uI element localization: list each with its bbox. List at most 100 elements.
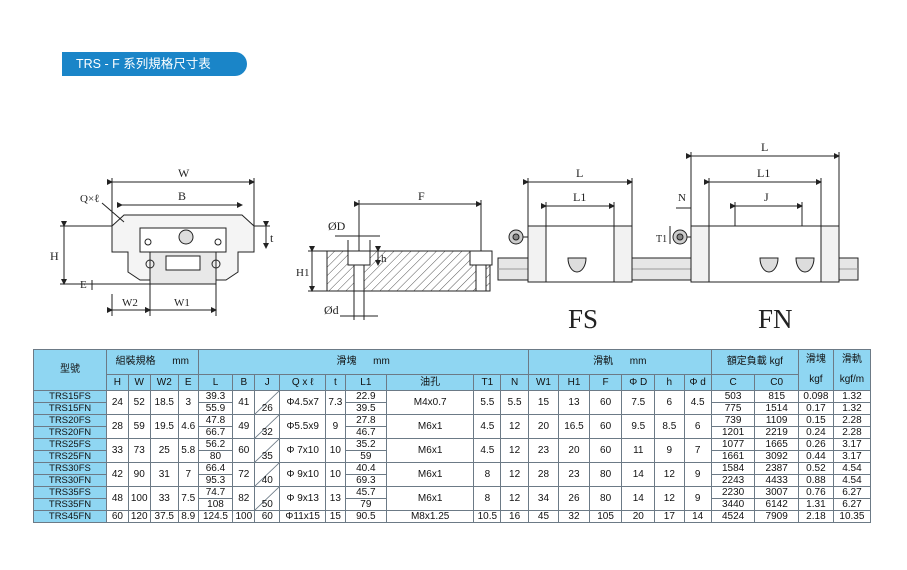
table-cell: 27.8 <box>344 414 388 427</box>
table-cell: 0.24 <box>797 426 834 439</box>
table-cell: 2387 <box>754 462 799 475</box>
table-cell: 20 <box>621 510 656 523</box>
model-name: TRS45FN <box>32 510 108 523</box>
table-cell: 4.5 <box>473 414 502 439</box>
table-cell: 23 <box>558 462 590 487</box>
table-cell: 40.4 <box>344 462 388 475</box>
table-cell: 10 <box>325 438 346 463</box>
table-cell: 2219 <box>754 426 799 439</box>
table-cell: 45 <box>527 510 560 523</box>
label-L-fn: L <box>761 140 768 154</box>
table-cell: 80 <box>588 486 623 511</box>
table-cell: 1665 <box>754 438 799 451</box>
table-cell: 4.6 <box>177 414 199 439</box>
table-cell: 0.098 <box>797 390 834 403</box>
table-cell: 60 <box>254 510 281 523</box>
table-cell: 8 <box>473 462 502 487</box>
table-cell: M6x1 <box>386 414 475 439</box>
table-cell: 9 <box>325 414 346 439</box>
table-cell: 37.5 <box>149 510 179 523</box>
table-cell: 60 <box>232 438 256 463</box>
table-cell: 47.8 <box>197 414 234 427</box>
column-header: H <box>106 373 129 392</box>
table-cell: 79 <box>344 498 388 511</box>
table-cell: 9 <box>683 462 712 487</box>
table-cell: 39.3 <box>197 390 234 403</box>
table-cell: 6.27 <box>832 498 872 511</box>
table-cell: 20 <box>527 414 560 439</box>
model-name: TRS25FS <box>32 438 108 451</box>
table-cell: 124.5 <box>197 510 234 523</box>
table-cell: 24 <box>106 390 129 415</box>
table-cell: 12 <box>500 462 529 487</box>
front-view <box>60 178 270 316</box>
model-name: TRS30FS <box>32 462 108 475</box>
table-cell: 42 <box>106 462 129 487</box>
table-cell: 4.5 <box>683 390 712 415</box>
table-cell: 33 <box>106 438 129 463</box>
table-cell: 33 <box>149 486 179 511</box>
header-model: 型號 <box>32 349 108 391</box>
table-cell: 18.5 <box>149 390 179 415</box>
table-cell: Φ4.5x7 <box>279 390 327 415</box>
label-E: E <box>80 279 87 291</box>
table-cell: 1.32 <box>832 402 872 415</box>
table-cell: 60 <box>588 438 623 463</box>
label-phid: Ød <box>324 303 339 317</box>
table-cell: 7909 <box>754 510 799 523</box>
table-cell: 12 <box>654 486 685 511</box>
table-cell: 46.7 <box>344 426 388 439</box>
column-header: W <box>127 373 151 392</box>
table-cell: 80 <box>588 462 623 487</box>
column-header: Φ D <box>621 373 656 392</box>
column-header: L1 <box>344 373 388 392</box>
table-cell: 19.5 <box>149 414 179 439</box>
table-cell: 2.28 <box>832 426 872 439</box>
table-cell: 13 <box>558 390 590 415</box>
table-cell: 1.31 <box>797 498 834 511</box>
column-header: W1 <box>527 373 560 392</box>
table-cell-j: 35 <box>254 438 281 463</box>
table-cell: 82 <box>232 486 256 511</box>
table-cell: 66.7 <box>197 426 234 439</box>
table-cell: 0.52 <box>797 462 834 475</box>
table-cell: 0.76 <box>797 486 834 499</box>
table-cell: 48 <box>106 486 129 511</box>
model-name: TRS15FS <box>32 390 108 403</box>
table-cell: 14 <box>621 462 656 487</box>
column-header: C <box>710 373 756 392</box>
table-cell: 815 <box>754 390 799 403</box>
table-cell: 23 <box>527 438 560 463</box>
table-cell: 6142 <box>754 498 799 511</box>
header-block: 滑塊 mm <box>197 349 529 375</box>
table-cell: 9.5 <box>621 414 656 439</box>
table-cell: 10 <box>325 462 346 487</box>
label-H1: H1 <box>296 267 309 279</box>
table-cell: 0.15 <box>797 414 834 427</box>
table-cell: 20 <box>558 438 590 463</box>
column-header: W2 <box>149 373 179 392</box>
table-cell-j: 32 <box>254 414 281 439</box>
table-cell: 1077 <box>710 438 756 451</box>
table-cell: 1109 <box>754 414 799 427</box>
label-F: F <box>418 189 425 203</box>
table-cell: 22.9 <box>344 390 388 403</box>
table-cell: 739 <box>710 414 756 427</box>
table-cell: 55.9 <box>197 402 234 415</box>
table-cell: 73 <box>127 438 151 463</box>
table-cell: 60 <box>106 510 129 523</box>
table-cell: 0.44 <box>797 450 834 463</box>
table-cell: 6.27 <box>832 486 872 499</box>
table-cell: 25 <box>149 438 179 463</box>
table-cell: 12 <box>500 438 529 463</box>
table-cell: 108 <box>197 498 234 511</box>
table-cell: 4524 <box>710 510 756 523</box>
table-cell: 95.3 <box>197 474 234 487</box>
table-cell: 8 <box>473 486 502 511</box>
table-cell: 13 <box>325 486 346 511</box>
label-N: N <box>678 192 686 204</box>
table-cell: 12 <box>500 414 529 439</box>
